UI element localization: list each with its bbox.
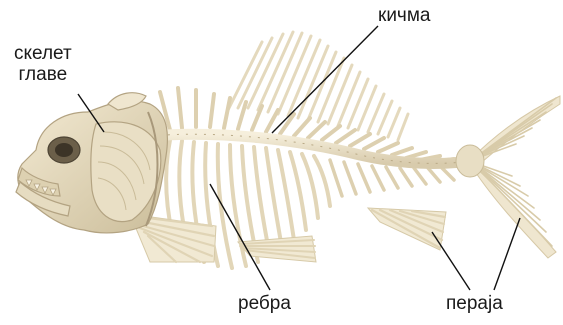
leader-line-fins-anal [432, 232, 470, 290]
label-fins: пераја [446, 294, 503, 315]
anal-fin [368, 208, 446, 250]
label-head-skeleton: скелет главе [14, 44, 72, 86]
leader-line-fins-tail [494, 218, 520, 290]
label-spine: кичма [378, 6, 430, 27]
label-ribs: ребра [238, 294, 291, 315]
pelvic-fin [238, 236, 316, 262]
caudal-fin [456, 96, 560, 258]
label-head-line1: скелет [14, 44, 72, 65]
label-head-line2: главе [14, 65, 72, 86]
